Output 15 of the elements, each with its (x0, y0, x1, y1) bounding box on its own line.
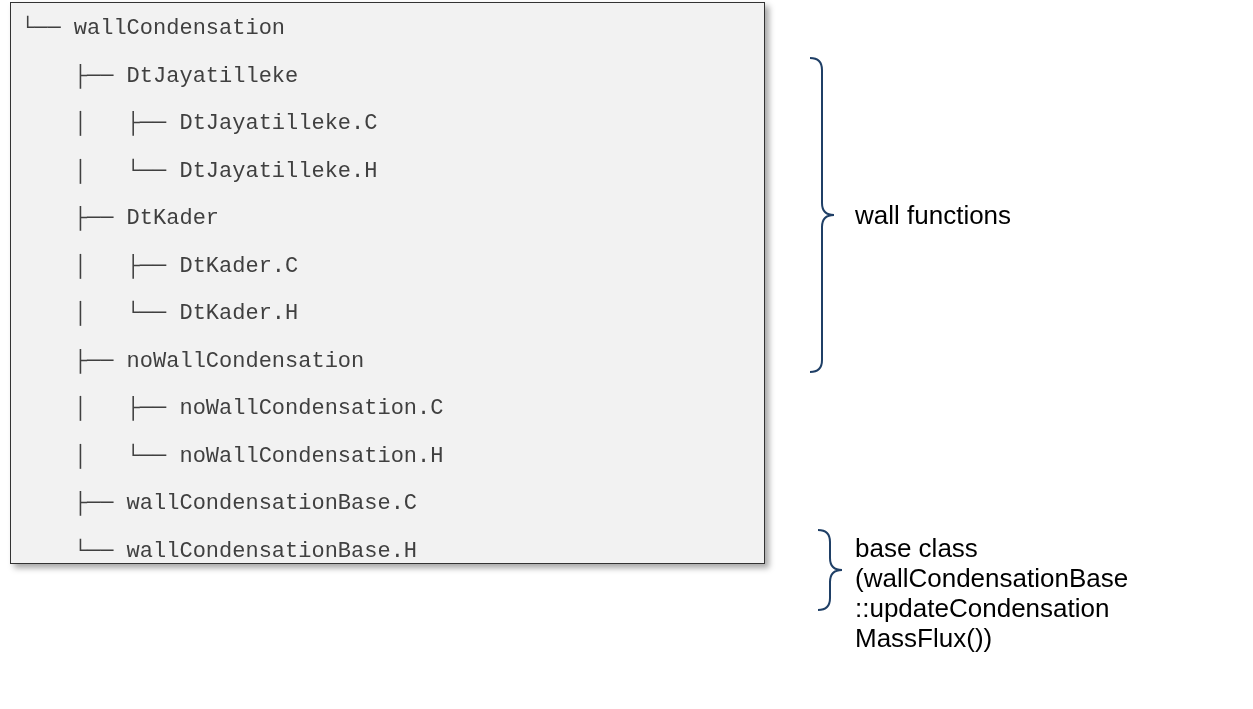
tree-entry: │ ├── noWallCondensation.C (72, 395, 444, 423)
tree-entry: └── wallCondensation (21, 15, 286, 43)
tree-entry: └── wallCondensationBase.H (72, 537, 418, 566)
tree-entry: ├── DtKader (72, 205, 220, 233)
tree-entry: │ └── DtJayatilleke.H (72, 157, 378, 186)
brace-label: wall functions (855, 200, 1013, 230)
tree-entry: │ └── DtKader.H (72, 300, 299, 328)
tree-entry: ├── DtJayatilleke (72, 62, 299, 91)
tree-entry: ├── noWallCondensation (72, 347, 365, 376)
tree-entry: │ ├── DtKader.C (72, 252, 299, 281)
tree-entry: │ └── noWallCondensation.H (72, 442, 444, 471)
file-tree-panel (10, 2, 765, 564)
brace-label: base class (wallCondensationBase ::updateCondensation MassFlux()) (855, 533, 1130, 653)
tree-entry: │ ├── DtJayatilleke.C (72, 110, 378, 138)
tree-entry: ├── wallCondensationBase.C (72, 490, 418, 518)
